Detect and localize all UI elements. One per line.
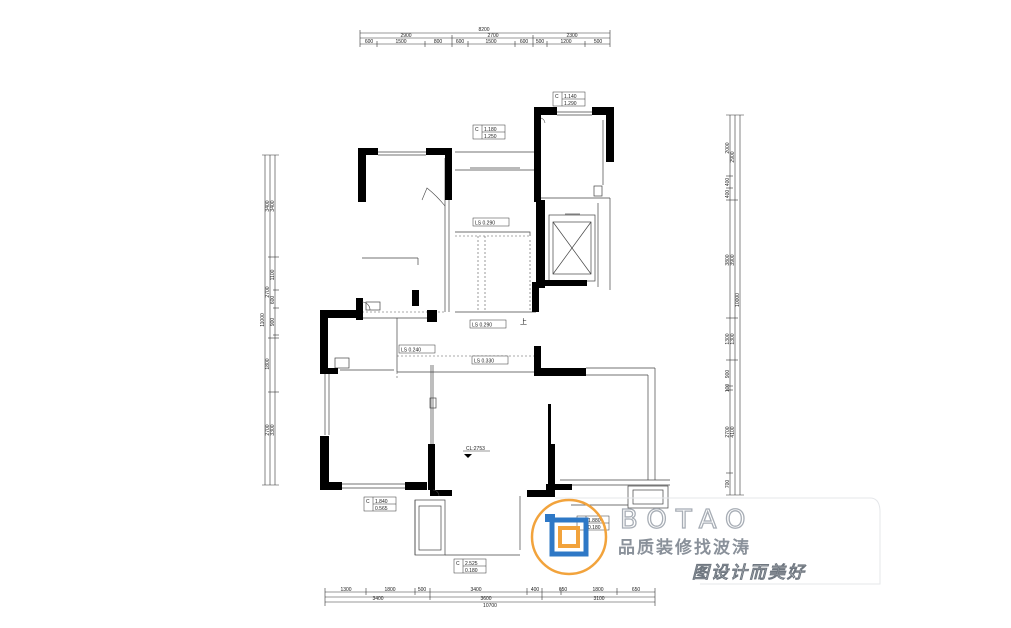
top-dim-row2-2: 1500	[395, 39, 406, 45]
top-dim-row2-7: 500	[536, 39, 545, 45]
ceiling-height-mark	[463, 450, 490, 458]
top-dim-row1-c: 2300	[566, 33, 577, 39]
watermark-letters: BOTAO	[620, 505, 755, 535]
window-tag-top-v2: 1.290	[564, 101, 577, 107]
window-tag-bottom	[453, 558, 487, 574]
top-dim-row2-3: 800	[434, 39, 443, 45]
left-dim-outer-3: 1800	[265, 358, 271, 369]
window-tag-top-v1: 1.140	[564, 94, 577, 100]
right-dim-inner-9: 700	[725, 480, 731, 489]
bottom-dim-row1-6: 650	[559, 587, 568, 593]
window-tag-top	[552, 91, 586, 107]
window-tag-bottom-letter: C	[456, 561, 460, 567]
window-tag-left	[363, 496, 397, 512]
dashed-level-lines	[362, 235, 540, 380]
right-dim-outer-3: 1300	[730, 333, 736, 344]
window-tag-left-v1: 1.840	[375, 499, 388, 505]
left-dim-inner-2: 1100	[270, 269, 276, 280]
right-dim-outer-2: 3900	[730, 254, 736, 265]
left-dim-inner-5: 3300	[270, 424, 276, 435]
level-mark-3: LS 0.240	[401, 348, 421, 354]
bottom-dimension-chain	[324, 588, 656, 606]
bottom-dim-row2-1: 3400	[372, 596, 383, 602]
window-tag-mid-v1: 1.180	[484, 127, 497, 133]
top-dim-row2-5: 1500	[485, 39, 496, 45]
right-dim-inner-5: 1300	[725, 333, 731, 344]
right-dim-inner-4: 3800	[725, 254, 731, 265]
right-dim-inner-6: 900	[725, 370, 731, 379]
window-tag-bottom-v1: 2.525	[465, 561, 478, 567]
right-dimension-chain	[726, 114, 744, 496]
left-dim-total: 11000	[260, 313, 266, 327]
top-dim-row2-1: 600	[365, 39, 374, 45]
left-dim-outer-1: 3400	[265, 200, 271, 211]
ceiling-height-label: CL:2753	[466, 446, 485, 452]
top-dim-row2-8: 1200	[560, 39, 571, 45]
bottom-dim-row1-5: 400	[531, 587, 540, 593]
top-dim-row2-4: 600	[456, 39, 465, 45]
watermark: BOTAO 品质装修找波涛 图设计而美好	[530, 497, 881, 585]
bottom-dim-row1-8: 650	[632, 587, 641, 593]
level-mark-1: LS 0.290	[475, 221, 495, 227]
watermark-slogan-2: 图设计而美好	[692, 563, 806, 583]
right-dim-inner-2: 400	[725, 178, 731, 187]
top-dim-row2-6: 600	[520, 39, 529, 45]
window-tag-right-v2: 0.180	[588, 525, 601, 531]
window-tag-right-v1: 1.880	[588, 518, 601, 524]
left-dim-inner-1: 3400	[270, 200, 276, 211]
watermark-logo	[530, 498, 608, 576]
left-dim-outer-4: 2700	[265, 424, 271, 435]
interior-lines	[324, 111, 670, 556]
window-tag-bottom-v2: 0.180	[465, 568, 478, 574]
bottom-dim-row1-3: 500	[418, 587, 427, 593]
door-swings	[361, 117, 546, 497]
left-dim-inner-3: 600	[270, 296, 276, 305]
walls	[320, 107, 614, 497]
left-dimension-chain	[262, 154, 279, 486]
window-tag-left-v2: 0.565	[375, 506, 388, 512]
level-mark-boxes	[398, 217, 510, 365]
right-dim-inner-8: 2700	[725, 426, 731, 437]
top-dim-row1-b: 2700	[487, 33, 498, 39]
bottom-dim-row2-3: 3100	[593, 596, 604, 602]
top-dim-row1-a: 2900	[400, 33, 411, 39]
watermark-slogan-1: 品质装修找波涛	[618, 537, 751, 558]
bottom-dim-total: 10700	[483, 603, 497, 609]
right-dim-outer-1: 2900	[730, 151, 736, 162]
right-dim-inner-3: 400	[725, 190, 731, 199]
right-dim-inner-1: 2000	[725, 142, 731, 153]
window-tag-mid-letter: C	[475, 127, 479, 133]
left-dim-outer-2: 2700	[265, 286, 271, 297]
level-mark-2: LS 0.290	[472, 323, 492, 329]
top-dim-total: 8200	[478, 27, 489, 33]
bottom-dim-row1-7: 1800	[592, 587, 603, 593]
up-mark: 上	[520, 317, 527, 326]
window-tag-top-letter: C	[555, 94, 559, 100]
bottom-dim-row1-1: 1300	[340, 587, 351, 593]
top-dimension-chain	[359, 30, 611, 47]
right-dim-inner-7: 100	[725, 384, 731, 393]
window-tag-mid	[472, 124, 506, 140]
bottom-dim-row1-2: 1800	[384, 587, 395, 593]
top-dim-row2-9: 500	[594, 39, 603, 45]
right-dim-outer-4: 4100	[730, 426, 736, 437]
window-tag-left-letter: C	[366, 499, 370, 505]
left-dim-inner-4: 900	[270, 318, 276, 327]
bottom-dim-row1-4: 3400	[470, 587, 481, 593]
level-mark-4: LS 0.330	[474, 359, 494, 365]
right-dim-total: 10000	[735, 293, 741, 307]
window-tag-mid-v2: 1.250	[484, 134, 497, 140]
bottom-dim-row2-2: 3600	[480, 596, 491, 602]
